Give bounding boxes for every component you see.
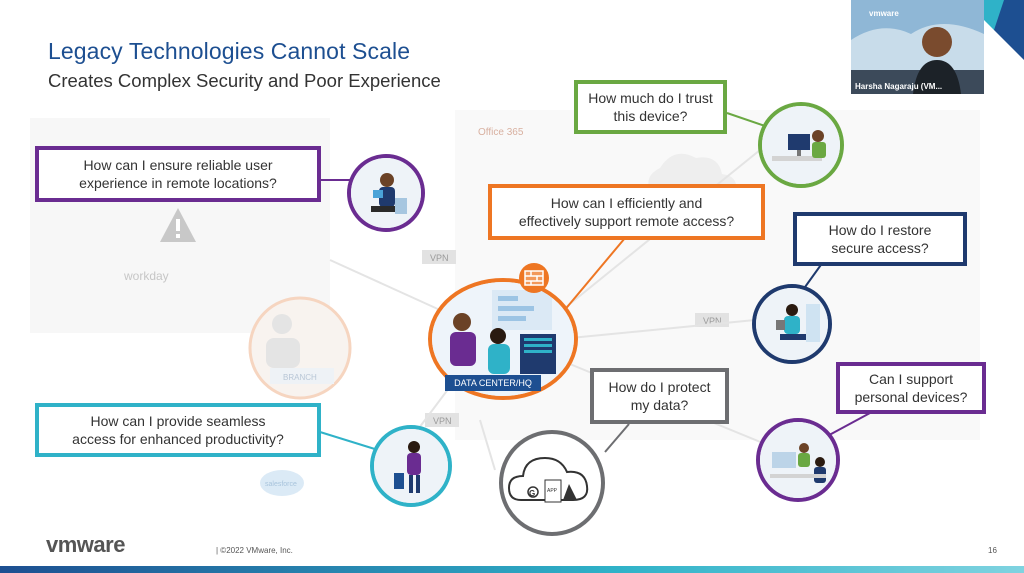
remote-worker-illustration [347,154,425,232]
app-icon [544,479,562,503]
personal-devices-illustration [756,418,840,502]
question-restore-access: How do I restore secure access? [793,212,967,266]
cloud-icon [507,456,589,501]
copyright-text: | ©2022 VMware, Inc. [216,546,293,555]
video-brand-logo: vmware [869,9,899,18]
svg-text:BRANCH: BRANCH [283,373,317,382]
svg-text:VPN: VPN [430,253,449,263]
warning-icon [160,208,196,242]
bg-vpn-badge-1: VPN [422,250,456,264]
bg-salesforce-cloud: salesforce [260,470,304,496]
question-protect-data: How do I protect my data? [590,368,729,424]
tablet-user-illustration [752,284,832,364]
svg-text:APP: APP [547,488,558,494]
bg-office-label: Office 365 [478,127,524,138]
bg-branch-circle: BRANCH [248,296,352,400]
question-remote-access: How can I efficiently and effectively su… [488,184,765,240]
svg-text:VPN: VPN [433,416,452,426]
traveler-illustration [370,425,452,507]
page-number: 16 [988,546,997,555]
bottom-gradient-bar [0,566,1024,573]
participant-name-label: Harsha Nagaraju (VM... [855,82,943,91]
corner-accent-shape [984,0,1024,60]
question-trust-device: How much do I trust this device? [574,80,727,134]
question-personal-devices: Can I support personal devices? [836,362,986,414]
video-participant-tile[interactable]: vmware Harsha Nagaraju (VM... [851,0,984,94]
bg-workday-label: workday [123,269,169,283]
svg-text:salesforce: salesforce [265,481,297,488]
slide-title: Legacy Technologies Cannot Scale [48,38,411,64]
desk-worker-illustration [758,102,844,188]
google-icon: G [529,489,535,498]
firewall-icon [519,263,549,293]
bg-vpn-badge-3: VPN [425,413,459,427]
drive-icon [563,484,577,500]
data-center-label: DATA CENTER/HQ [445,375,541,391]
slide-subtitle: Creates Complex Security and Poor Experi… [48,70,441,91]
question-seamless-access: How can I provide seamless access for en… [35,403,321,457]
cloud-apps-illustration: G APP [499,430,605,536]
vmware-logo: vmware [46,532,125,557]
question-reliable-user-experience: How can I ensure reliable user experienc… [35,146,321,202]
svg-text:VPN: VPN [703,316,722,326]
